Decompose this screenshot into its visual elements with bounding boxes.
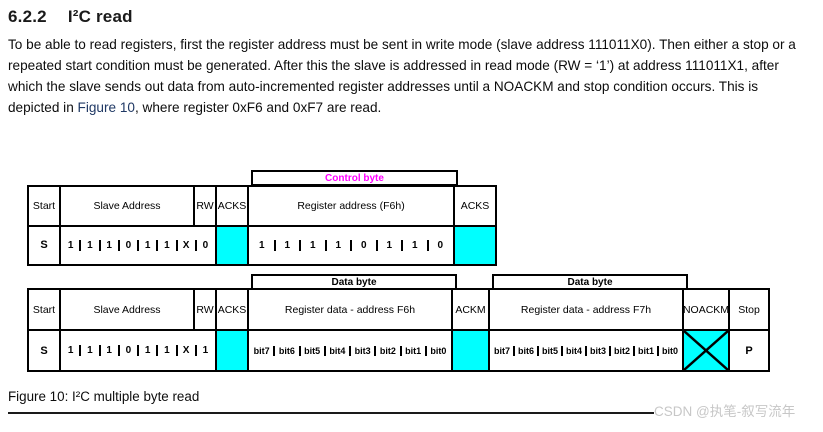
register-bit: 1 bbox=[258, 239, 265, 251]
slave-bit: X bbox=[175, 345, 196, 356]
frame2-stop-bit: P bbox=[730, 331, 768, 370]
frame2-col-register-data-f7: Register data - address F7h bbox=[490, 290, 684, 329]
data-bit: bit2 bbox=[374, 345, 400, 356]
data-bit: bit4 bbox=[323, 345, 350, 356]
frame2-col-slave-address: Slave Address bbox=[61, 290, 195, 329]
register-bit: 0 bbox=[426, 239, 454, 251]
frame2-col-start: Start bbox=[29, 290, 61, 329]
slave-bit: 1 bbox=[67, 345, 74, 356]
frame1-col-slave-address: Slave Address bbox=[61, 187, 195, 225]
register-bit: 1 bbox=[375, 239, 403, 251]
frame2-col-stop: Stop bbox=[730, 290, 768, 329]
data-byte-bracket-f7: Data byte bbox=[492, 274, 688, 290]
csdn-watermark: CSDN @执笔-叙写流年 bbox=[654, 399, 823, 421]
register-bit: 1 bbox=[273, 239, 301, 251]
paragraph-text-tail: , where register 0xF6 and 0xF7 are read. bbox=[134, 100, 382, 115]
register-bit: 1 bbox=[324, 239, 352, 251]
data-bit: bit0 bbox=[424, 345, 451, 356]
data-bit: bit6 bbox=[513, 345, 538, 356]
frame1-start-bit: S bbox=[29, 226, 61, 264]
data-bit: bit5 bbox=[537, 345, 562, 356]
frame2-ackm-cell bbox=[453, 331, 490, 370]
data-bit: bit1 bbox=[633, 345, 658, 356]
frame1-col-acks-2: ACKS bbox=[455, 187, 495, 225]
data-bit: bit4 bbox=[561, 345, 586, 356]
frame2-col-register-data-f6: Register data - address F6h bbox=[249, 290, 453, 329]
i2c-frame-2: Start Slave Address RW ACKS Register dat… bbox=[27, 288, 770, 372]
frame2-f7-data-bits: bit7 bit6 bit5 bit4 bit3 bit2 bit1 bit0 bbox=[490, 331, 684, 370]
frame1-col-acks-1: ACKS bbox=[217, 187, 249, 225]
slave-bit: 0 bbox=[194, 239, 215, 251]
frame1-slave-bits: 1 1 1 0 1 1 X 0 bbox=[61, 226, 217, 264]
section-number: 6.2.2 bbox=[8, 7, 47, 26]
noackm-cross-icon bbox=[684, 331, 728, 370]
section-heading: 6.2.2 I²C read bbox=[8, 7, 133, 27]
slave-bit: 0 bbox=[117, 345, 138, 356]
figure-10-link[interactable]: Figure 10 bbox=[77, 100, 135, 115]
frame2-col-noackm: NOACKM bbox=[683, 290, 730, 329]
frame2-header-row: Start Slave Address RW ACKS Register dat… bbox=[29, 290, 768, 331]
register-bit: 1 bbox=[401, 239, 428, 251]
data-bit: bit2 bbox=[609, 345, 634, 356]
frame2-acks-cell bbox=[217, 331, 249, 370]
slave-bit: 1 bbox=[194, 345, 215, 356]
body-paragraph: To be able to read registers, first the … bbox=[8, 34, 808, 118]
frame1-acks-cell-1 bbox=[217, 226, 249, 264]
data-bit: bit6 bbox=[273, 345, 299, 356]
slave-bit: 1 bbox=[136, 345, 157, 356]
slave-bit: 1 bbox=[67, 239, 74, 251]
data-bit: bit7 bbox=[253, 345, 270, 356]
frame1-register-bits: 1 1 1 1 0 1 1 0 bbox=[249, 226, 455, 264]
frame2-start-bit: S bbox=[29, 331, 61, 370]
slave-bit: 1 bbox=[79, 345, 99, 356]
frame1-col-register-address: Register address (F6h) bbox=[249, 187, 455, 225]
frame2-slave-bits: 1 1 1 0 1 1 X 1 bbox=[61, 331, 217, 370]
data-bit: bit7 bbox=[493, 345, 510, 356]
slave-bit: 1 bbox=[156, 239, 176, 251]
frame2-noackm-cell bbox=[684, 331, 730, 370]
paragraph-text: To be able to read registers, first the … bbox=[8, 37, 796, 115]
slave-bit: 1 bbox=[98, 345, 119, 356]
frame1-col-rw: RW bbox=[195, 187, 217, 225]
frame2-col-ackm: ACKM bbox=[453, 290, 490, 329]
section-title: I²C read bbox=[67, 7, 133, 26]
slave-bit: 0 bbox=[117, 239, 138, 251]
data-byte-label-f6: Data byte bbox=[331, 276, 377, 288]
footer-rule bbox=[8, 412, 776, 414]
data-bit: bit3 bbox=[348, 345, 375, 356]
slave-bit: 1 bbox=[98, 239, 119, 251]
frame1-col-start: Start bbox=[29, 187, 61, 225]
i2c-frame-1: Start Slave Address RW ACKS Register add… bbox=[27, 185, 497, 266]
slave-bit: X bbox=[175, 239, 196, 251]
frame1-data-row: S 1 1 1 0 1 1 X 0 1 1 1 1 0 1 1 0 bbox=[29, 226, 495, 264]
data-byte-bracket-f6: Data byte bbox=[251, 274, 457, 290]
control-byte-bracket: Control byte bbox=[251, 170, 458, 186]
figure-caption: Figure 10: I²C multiple byte read bbox=[8, 389, 200, 404]
data-bit: bit0 bbox=[657, 345, 682, 356]
data-bit: bit5 bbox=[298, 345, 325, 356]
slave-bit: 1 bbox=[156, 345, 176, 356]
frame2-f6-data-bits: bit7 bit6 bit5 bit4 bit3 bit2 bit1 bit0 bbox=[249, 331, 453, 370]
register-bit: 1 bbox=[299, 239, 326, 251]
data-byte-label-f7: Data byte bbox=[567, 276, 613, 288]
register-bit: 0 bbox=[350, 239, 377, 251]
frame2-col-acks: ACKS bbox=[217, 290, 249, 329]
frame2-col-rw: RW bbox=[195, 290, 217, 329]
frame1-acks-cell-2 bbox=[455, 226, 495, 264]
data-bit: bit3 bbox=[585, 345, 610, 356]
control-byte-label: Control byte bbox=[325, 172, 384, 184]
data-bit: bit1 bbox=[399, 345, 426, 356]
slave-bit: 1 bbox=[136, 239, 157, 251]
slave-bit: 1 bbox=[79, 239, 99, 251]
frame1-header-row: Start Slave Address RW ACKS Register add… bbox=[29, 187, 495, 227]
frame2-data-row: S 1 1 1 0 1 1 X 1 bit7 bit6 bit5 bit4 bi… bbox=[29, 331, 768, 370]
